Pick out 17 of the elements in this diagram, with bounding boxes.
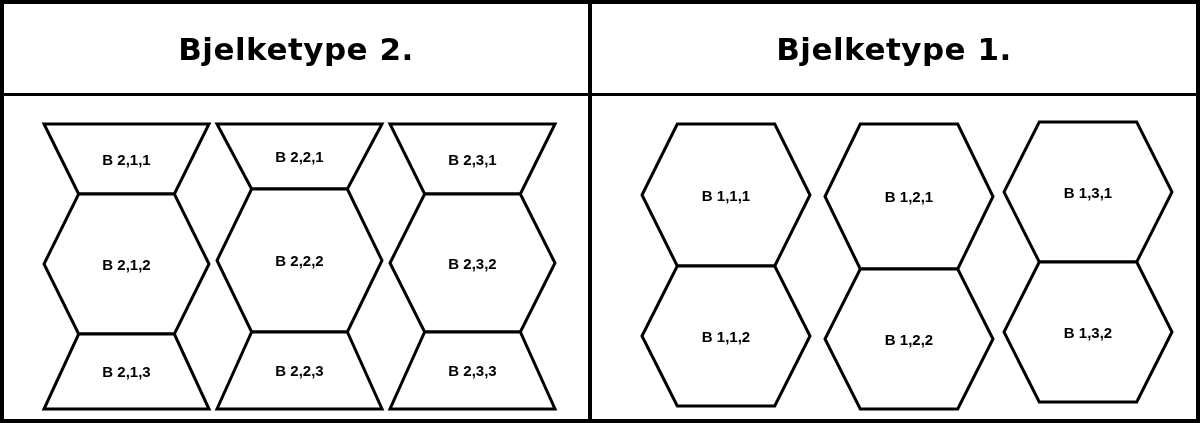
shape-label: B 2,2,3 (275, 362, 324, 379)
shape-label: B 1,3,2 (1063, 323, 1113, 341)
shape-label: B 2,3,1 (448, 150, 497, 168)
shape-label: B 2,1,3 (102, 363, 151, 380)
shape-label: B 2,3,3 (448, 362, 497, 379)
shape-label: B 2,1,1 (102, 150, 151, 168)
shape-label: B 2,3,2 (448, 254, 497, 272)
shape-label: B 2,2,1 (275, 148, 324, 165)
shape-label: B 1,3,1 (1063, 183, 1113, 201)
shape-label: B 2,1,2 (102, 255, 151, 273)
column-heading: Bjelketype 2. (178, 30, 414, 67)
shape-label: B 1,2,1 (884, 188, 934, 205)
column-heading: Bjelketype 1. (776, 30, 1012, 67)
shape-label: B 2,2,2 (275, 252, 324, 269)
shape-label: B 1,1,2 (701, 327, 751, 345)
shape-label: B 1,1,1 (701, 186, 751, 204)
shape-label: B 1,2,2 (884, 330, 934, 348)
